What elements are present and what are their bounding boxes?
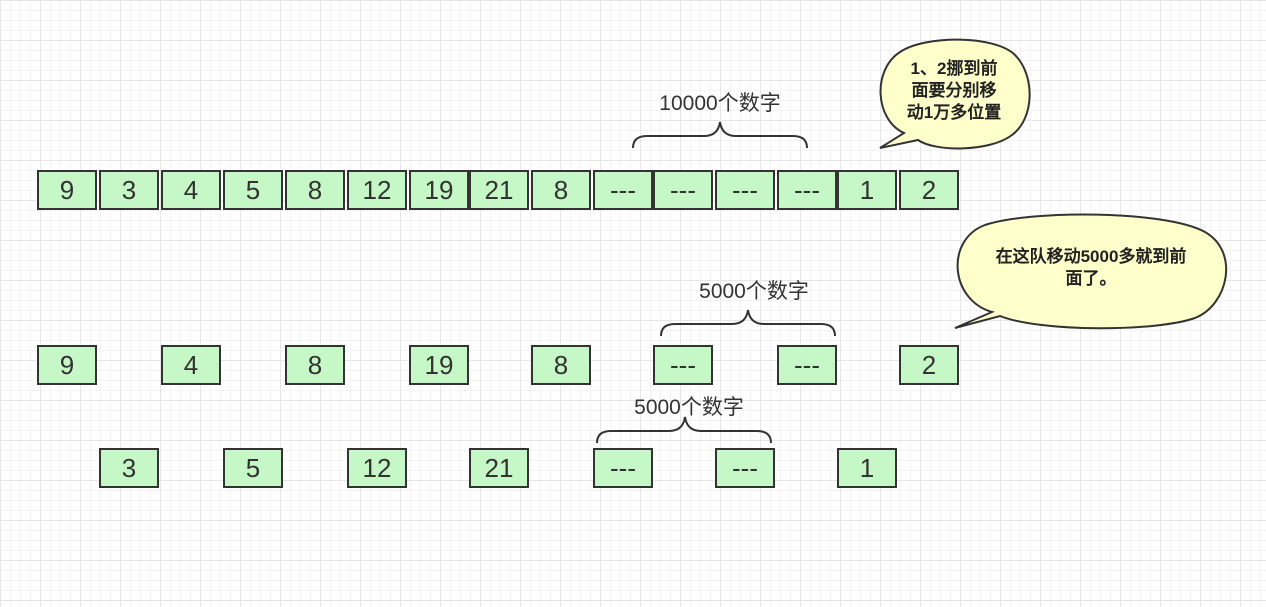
row3-cell: 3 [99,448,159,488]
row1-cell: 21 [469,170,529,210]
row1-count-label: 10000个数字 [659,92,781,115]
brace-row1 [632,121,808,149]
callout-top-text: 1、2挪到前 面要分别移 动1万多位置 [885,58,1023,124]
row1-cell: --- [653,170,713,210]
row2-count-label: 5000个数字 [699,280,809,303]
callout-bubble-middle [954,213,1228,330]
row1-cell: 4 [161,170,221,210]
callout-top-line2: 面要分别移 [911,81,997,100]
row1-cell: 19 [409,170,469,210]
row1-cell: 9 [37,170,97,210]
row3-cell: 5 [223,448,283,488]
row1-cell: 8 [531,170,591,210]
row1-cell: 2 [899,170,959,210]
row1-cell: --- [777,170,837,210]
row1-cell: 5 [223,170,283,210]
row1-cell: 12 [347,170,407,210]
callout-middle-line1: 在这队移动5000多就到前 [995,247,1187,266]
row2-cell: 8 [285,345,345,385]
brace-row2 [660,309,836,337]
row1-cell: 8 [285,170,345,210]
row1-cell: --- [715,170,775,210]
row1-cell: --- [593,170,653,210]
row2-cell: 9 [37,345,97,385]
row1-cell: 3 [99,170,159,210]
callout-middle-line2: 面了。 [1065,269,1117,288]
brace-row3 [596,416,772,444]
callout-bubble-top [879,38,1031,150]
callout-middle-text: 在这队移动5000多就到前 面了。 [962,246,1220,290]
row3-count-label: 5000个数字 [634,396,744,419]
callout-top-line3: 动1万多位置 [906,103,1002,122]
row2-cell: 8 [531,345,591,385]
row2-cell: --- [653,345,713,385]
row3-cell: 12 [347,448,407,488]
row2-cell: 19 [409,345,469,385]
row3-cell: 1 [837,448,897,488]
row3-cell: --- [715,448,775,488]
row3-cell: --- [593,448,653,488]
row1-cell: 1 [837,170,897,210]
row2-cell: 2 [899,345,959,385]
row2-cell: --- [777,345,837,385]
row3-cell: 21 [469,448,529,488]
row2-cell: 4 [161,345,221,385]
callout-top-line1: 1、2挪到前 [910,59,998,78]
